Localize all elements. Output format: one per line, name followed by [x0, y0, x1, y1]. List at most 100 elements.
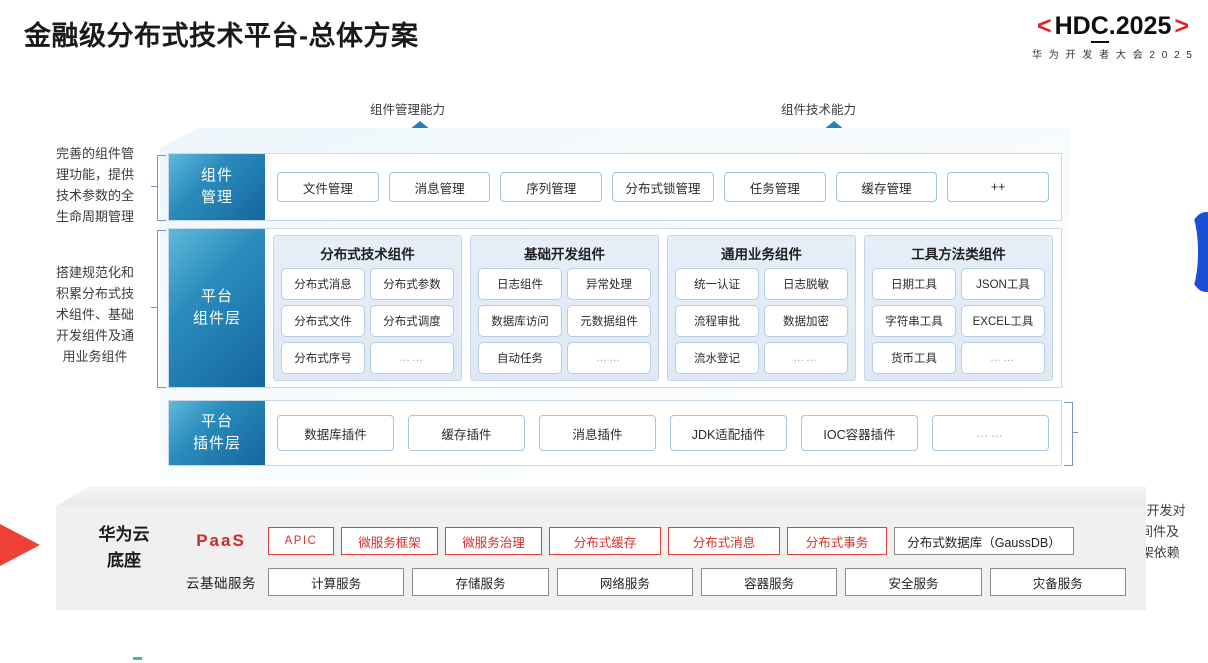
base-title: 华为云 底座: [78, 522, 170, 575]
chip-component-item[interactable]: 日志脱敏: [764, 268, 848, 300]
component-group: 分布式技术组件分布式消息分布式参数分布式文件分布式调度分布式序号……: [273, 235, 462, 381]
chip-component-item[interactable]: 字符串工具: [872, 305, 956, 337]
chip-component-item[interactable]: ……: [961, 342, 1045, 374]
brace-nub-left-top: [151, 186, 157, 188]
band-component-management: 组件 管理 文件管理消息管理序列管理分布式锁管理任务管理缓存管理 ++: [168, 153, 1062, 221]
chip-component-management[interactable]: 文件管理: [277, 172, 379, 202]
chip-component-management[interactable]: 消息管理: [388, 172, 491, 202]
chip-component-item[interactable]: 数据加密: [764, 305, 848, 337]
band-tab-platform-plugin-layer: 平台 插件层: [169, 401, 265, 465]
chip-paas-service[interactable]: 分布式消息: [668, 527, 780, 555]
cloud-service-label: 云基础服务: [186, 576, 256, 591]
chip-component-item[interactable]: JSON工具: [961, 268, 1045, 300]
chip-component-item[interactable]: 分布式调度: [370, 305, 454, 337]
chip-component-item[interactable]: ……: [370, 342, 454, 374]
component-group-title: 基础开发组件: [524, 247, 605, 262]
chip-component-item[interactable]: 自动任务: [478, 342, 562, 374]
arrow-label-management: 组件管理能力: [370, 103, 446, 117]
page-title: 金融级分布式技术平台-总体方案: [24, 21, 419, 51]
component-group-title: 通用业务组件: [721, 247, 802, 262]
blue-lens-mask: [1172, 206, 1198, 298]
band-body-platform-plugin-layer: 数据库插件缓存插件消息插件 JDK适配插件 IOC容器插件 ……: [265, 401, 1061, 465]
hdc-logo: <HDC.2025> 华 为 开 发 者 大 会 2 0 2 5: [1031, 12, 1194, 61]
component-group: 基础开发组件日志组件异常处理数据库访问元数据组件自动任务……: [470, 235, 659, 381]
chip-component-management[interactable]: 任务管理: [723, 172, 826, 202]
band-tab-label-line2: 组件层: [192, 310, 241, 327]
band-platform-plugin-layer: 平台 插件层 数据库插件缓存插件消息插件 JDK适配插件 IOC容器插件 ……: [168, 400, 1062, 466]
band-tab-label-line2: 插件层: [192, 435, 241, 452]
chip-paas-service[interactable]: 分布式数据库（GaussDB）: [894, 527, 1074, 555]
component-group: 通用业务组件统一认证日志脱敏流程审批数据加密流水登记……: [667, 235, 856, 381]
chip-component-management[interactable]: 分布式锁管理: [612, 172, 714, 202]
band-body-component-management: 文件管理消息管理序列管理分布式锁管理任务管理缓存管理 ++: [265, 154, 1061, 220]
chip-paas-service[interactable]: APIC: [268, 527, 334, 555]
paas-label: PaaS: [196, 531, 246, 550]
chip-plugin[interactable]: 消息插件: [539, 415, 656, 451]
cloud-chip-row: 计算服务存储服务网络服务容器服务安全服务灾备服务: [268, 568, 1126, 596]
hdc-logo-main: <HDC.2025>: [1032, 12, 1194, 43]
chip-component-management[interactable]: ++: [947, 172, 1050, 202]
hdc-logo-subtitle: 华 为 开 发 者 大 会 2 0 2 5: [1031, 50, 1194, 61]
chip-component-item[interactable]: ……: [764, 342, 848, 374]
brace-nub-left-bottom: [151, 307, 157, 309]
chip-paas-service[interactable]: 分布式缓存: [549, 527, 661, 555]
chip-cloud-service[interactable]: 安全服务: [845, 568, 982, 596]
chip-component-item[interactable]: 分布式参数: [370, 268, 454, 300]
chip-component-item[interactable]: 分布式序号: [281, 342, 365, 374]
chip-component-item[interactable]: 日期工具: [872, 268, 956, 300]
arrow-label-technology: 组件技术能力: [781, 103, 857, 117]
chip-component-item[interactable]: 统一认证: [675, 268, 759, 300]
band-tab-label-line1: 平台: [200, 288, 233, 306]
component-group-grid: 日志组件异常处理数据库访问元数据组件自动任务……: [478, 268, 651, 374]
chip-component-item[interactable]: 货币工具: [872, 342, 956, 374]
band-tab-label-line2: 管理: [200, 189, 233, 206]
band-tab-platform-component-layer: 平台 组件层: [169, 229, 265, 387]
chip-plugin[interactable]: JDK适配插件: [670, 415, 787, 451]
chip-component-item[interactable]: 流程审批: [675, 305, 759, 337]
chip-cloud-service[interactable]: 计算服务: [268, 568, 405, 596]
green-mark-decoration: [133, 657, 142, 660]
brace-nub-right: [1072, 432, 1078, 434]
red-wedge-decoration: [0, 505, 40, 585]
chip-plugin[interactable]: 缓存插件: [408, 415, 525, 451]
base-platform-top-face: [56, 486, 1146, 506]
chip-paas-service[interactable]: 分布式事务: [787, 527, 887, 555]
chip-paas-service[interactable]: 微服务框架: [341, 527, 438, 555]
chip-component-item[interactable]: 分布式文件: [281, 305, 365, 337]
band-tab-component-management: 组件 管理: [169, 154, 265, 220]
chip-component-management[interactable]: 缓存管理: [835, 172, 938, 202]
chip-component-item[interactable]: ……: [567, 342, 651, 374]
right-angle-icon: >: [1174, 12, 1189, 40]
chip-component-item[interactable]: EXCEL工具: [961, 305, 1045, 337]
chip-cloud-service[interactable]: 容器服务: [700, 568, 838, 596]
chip-component-item[interactable]: 异常处理: [567, 268, 651, 300]
band-body-platform-component-layer: 分布式技术组件分布式消息分布式参数分布式文件分布式调度分布式序号……基础开发组件…: [265, 229, 1061, 387]
hdc-text-a: HD: [1054, 12, 1091, 40]
component-group-title: 工具方法类组件: [911, 247, 1006, 262]
chip-plugin[interactable]: ……: [932, 415, 1049, 451]
chip-cloud-service[interactable]: 灾备服务: [989, 568, 1126, 596]
chip-component-item[interactable]: 流水登记: [675, 342, 759, 374]
chip-component-item[interactable]: 元数据组件: [567, 305, 651, 337]
chip-paas-service[interactable]: 微服务治理: [445, 527, 542, 555]
chip-component-item[interactable]: 分布式消息: [281, 268, 365, 300]
chip-component-item[interactable]: 日志组件: [478, 268, 562, 300]
chip-component-management[interactable]: 序列管理: [500, 172, 603, 202]
side-note-left-top: 完善的组件管 理功能，提供 技术参数的全 生命周期管理: [55, 146, 134, 225]
chip-cloud-service[interactable]: 网络服务: [556, 568, 693, 596]
left-angle-icon: <: [1037, 12, 1052, 40]
side-note-left-bottom: 搭建规范化和 积累分布式技 术组件、基础 开发组件及通 用业务组件: [55, 265, 134, 365]
chip-cloud-service[interactable]: 存储服务: [412, 568, 549, 596]
chip-plugin[interactable]: IOC容器插件: [801, 415, 918, 451]
base-title-line1: 华为云: [98, 525, 150, 544]
hdc-text-b: C: [1090, 12, 1109, 43]
brace-left-bottom: [157, 230, 166, 388]
band-tab-label-line1: 平台: [200, 413, 233, 431]
chip-plugin[interactable]: 数据库插件: [277, 415, 394, 451]
chip-component-item[interactable]: 数据库访问: [478, 305, 562, 337]
band-platform-component-layer: 平台 组件层 分布式技术组件分布式消息分布式参数分布式文件分布式调度分布式序号……: [168, 228, 1062, 388]
component-group-grid: 统一认证日志脱敏流程审批数据加密流水登记……: [675, 268, 848, 374]
